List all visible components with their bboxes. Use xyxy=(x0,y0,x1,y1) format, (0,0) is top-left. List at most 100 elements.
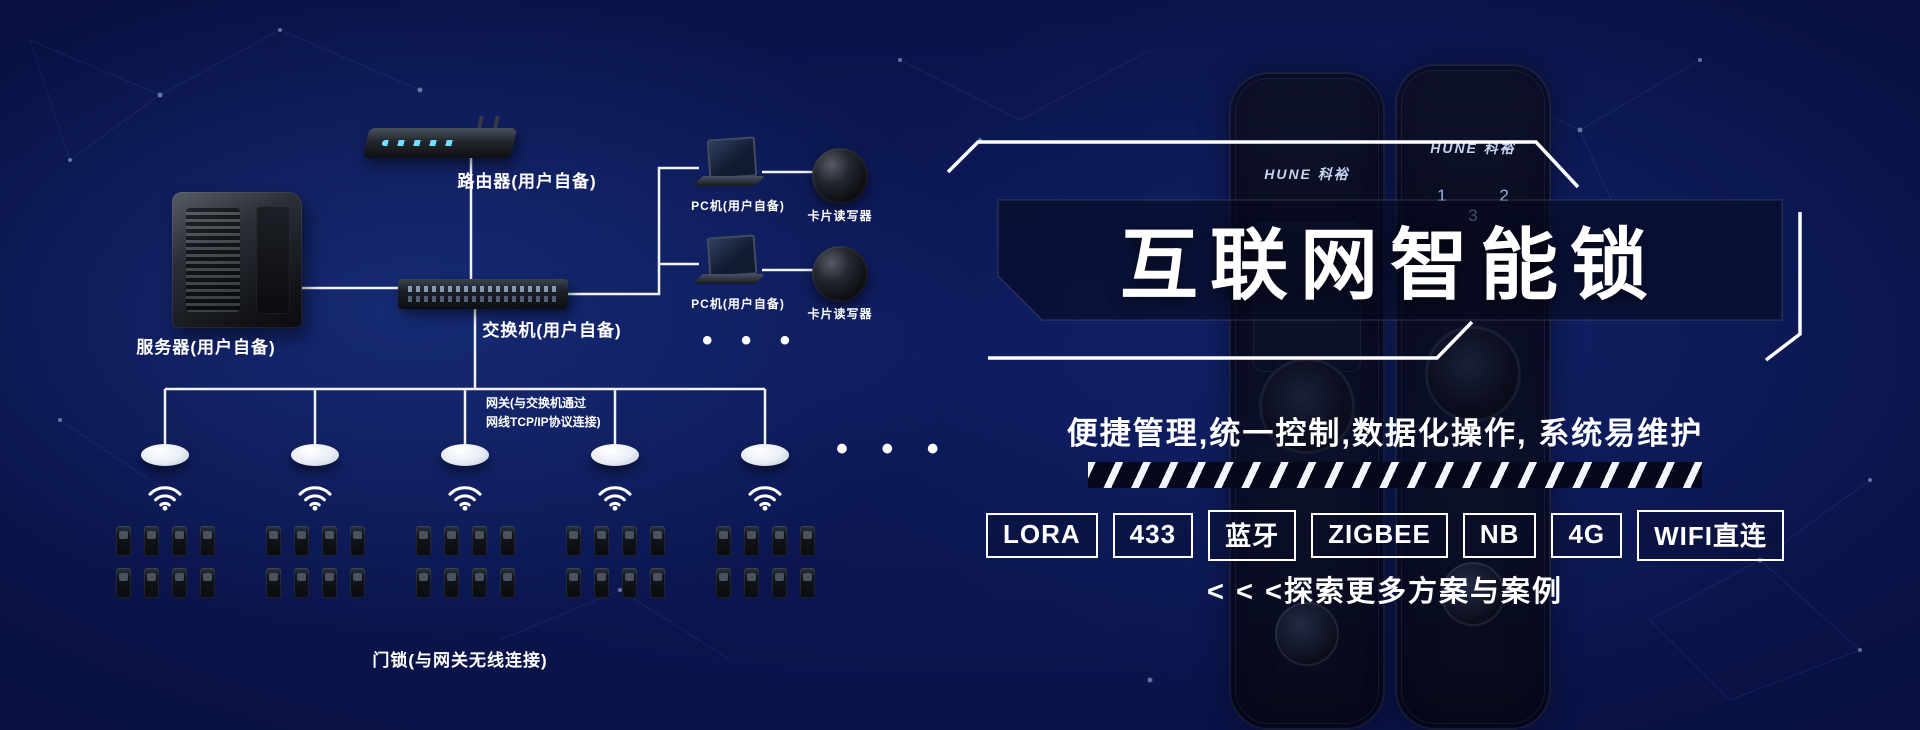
door-lock-icon xyxy=(415,568,431,598)
pc-label: PC机(用户自备) xyxy=(691,199,785,213)
tag-badge: WIFI直连 xyxy=(1637,510,1784,561)
card-reader-label: 卡片读写器 xyxy=(807,307,873,321)
lock-brand-text: HUNE 科裕 xyxy=(1430,140,1516,156)
gateway-dome-icon xyxy=(441,444,489,466)
door-lock-icon xyxy=(265,526,281,556)
protocol-tags-row: LORA 433 蓝牙 ZIGBEE NB 4G WIFI直连 xyxy=(986,510,1784,561)
lock-camera-ring xyxy=(1259,358,1355,454)
door-lock-icon xyxy=(621,526,637,556)
tag-badge: LORA xyxy=(986,513,1098,558)
gateway-row xyxy=(95,444,835,598)
pc-label: PC机(用户自备) xyxy=(691,297,785,311)
lock-grid xyxy=(115,526,215,598)
router-icon xyxy=(362,128,518,158)
door-lock-icon xyxy=(621,568,637,598)
wifi-icon xyxy=(448,486,482,511)
door-lock-icon xyxy=(199,526,215,556)
gateway-dome-icon xyxy=(741,444,789,466)
door-lock-icon xyxy=(115,526,131,556)
door-lock-icon xyxy=(499,526,515,556)
tag-badge: NB xyxy=(1462,513,1537,558)
lock-knob xyxy=(1441,562,1505,626)
tag-badge: 蓝牙 xyxy=(1208,510,1297,561)
door-lock-icon xyxy=(565,568,581,598)
door-lock-icon xyxy=(199,568,215,598)
ellipsis-more-gateways: • • • xyxy=(836,430,951,468)
wifi-icon xyxy=(748,486,782,511)
wifi-icon xyxy=(148,486,182,511)
door-lock-icon xyxy=(649,568,665,598)
door-lock-icon xyxy=(349,568,365,598)
door-lock-icon xyxy=(471,568,487,598)
gateway-dome-icon xyxy=(291,444,339,466)
door-lock-icon xyxy=(799,526,815,556)
door-lock-icon xyxy=(771,568,787,598)
door-lock-icon xyxy=(171,526,187,556)
tag-badge: 433 xyxy=(1112,513,1194,558)
gateway-group xyxy=(395,444,535,598)
door-lock-icon xyxy=(349,526,365,556)
server-label: 服务器(用户自备) xyxy=(136,338,276,357)
explore-more-link[interactable]: < < <探索更多方案与案例 xyxy=(1207,576,1563,608)
laptop-icon xyxy=(693,136,765,190)
door-lock-icon xyxy=(171,568,187,598)
lock-grid xyxy=(415,526,515,598)
door-lock-icon xyxy=(115,568,131,598)
door-lock-label: 门锁(与网关无线连接) xyxy=(372,651,548,670)
card-reader-icon xyxy=(812,246,868,302)
ellipsis-more-pcs: • • • xyxy=(702,324,801,357)
lock-brand-text: HUNE 科裕 xyxy=(1264,166,1350,182)
door-lock-icon xyxy=(715,526,731,556)
router-label: 路由器(用户自备) xyxy=(457,172,597,191)
door-lock-icon xyxy=(715,568,731,598)
smart-lock-device-right: HUNE 科裕 1 2 3 xyxy=(1395,64,1551,730)
smart-lock-device-left: HUNE 科裕 xyxy=(1229,72,1385,730)
wifi-icon xyxy=(298,486,332,511)
gateway-group xyxy=(695,444,835,598)
main-title: 互联网智能锁 xyxy=(1119,221,1660,309)
door-lock-icon xyxy=(143,526,159,556)
gateway-note-line1: 网关(与交换机通过 xyxy=(486,396,586,410)
door-lock-icon xyxy=(593,568,609,598)
lock-grid xyxy=(565,526,665,598)
door-lock-icon xyxy=(799,568,815,598)
door-lock-icon xyxy=(499,568,515,598)
door-lock-icon xyxy=(415,526,431,556)
laptop-icon xyxy=(693,234,765,288)
door-lock-icon xyxy=(743,526,759,556)
switch-label: 交换机(用户自备) xyxy=(482,321,622,340)
door-lock-icon xyxy=(321,526,337,556)
wifi-icon xyxy=(598,486,632,511)
gateway-note-line2: 网线TCP/IP协议连接) xyxy=(486,415,601,429)
gateway-dome-icon xyxy=(591,444,639,466)
server-tower-icon xyxy=(172,192,302,328)
lock-grid xyxy=(265,526,365,598)
door-lock-icon xyxy=(265,568,281,598)
door-lock-icon xyxy=(443,568,459,598)
tag-badge: 4G xyxy=(1551,513,1623,558)
gateway-group xyxy=(545,444,685,598)
door-lock-icon xyxy=(321,568,337,598)
tag-badge: ZIGBEE xyxy=(1311,513,1448,558)
card-reader-icon xyxy=(812,148,868,204)
door-lock-icon xyxy=(471,526,487,556)
door-lock-icon xyxy=(443,526,459,556)
gateway-note: 网关(与交换机通过 网线TCP/IP协议连接) xyxy=(486,394,601,432)
subtitle: 便捷管理,统一控制,数据化操作, 系统易维护 xyxy=(1066,416,1704,451)
switch-icon xyxy=(398,279,568,309)
diagonal-stripes-divider xyxy=(1088,462,1702,488)
door-lock-icon xyxy=(565,526,581,556)
door-lock-icon xyxy=(649,526,665,556)
door-lock-icon xyxy=(293,568,309,598)
door-lock-icon xyxy=(143,568,159,598)
door-lock-icon xyxy=(743,568,759,598)
gateway-dome-icon xyxy=(141,444,189,466)
door-lock-icon xyxy=(293,526,309,556)
door-lock-icon xyxy=(593,526,609,556)
gateway-group xyxy=(245,444,385,598)
gateway-group xyxy=(95,444,235,598)
lock-knob xyxy=(1275,602,1339,666)
door-lock-icon xyxy=(771,526,787,556)
lock-grid xyxy=(715,526,815,598)
